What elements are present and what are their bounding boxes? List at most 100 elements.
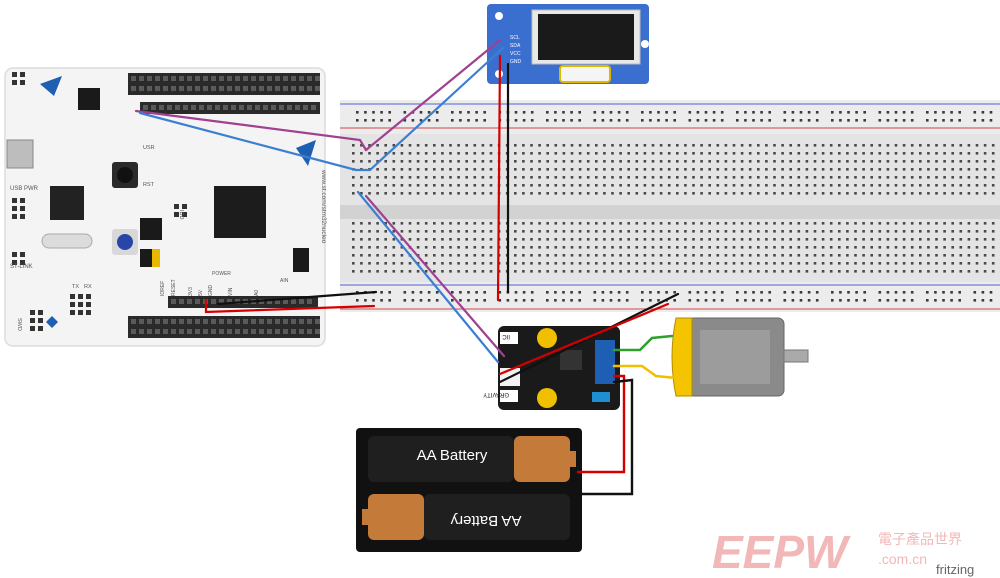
- hole: [716, 222, 720, 225]
- hole: [934, 299, 937, 302]
- hole: [635, 270, 639, 273]
- hole: [651, 184, 655, 187]
- hole: [562, 270, 566, 273]
- hole: [831, 119, 834, 122]
- hole: [554, 168, 558, 171]
- hole: [708, 168, 711, 171]
- hole: [388, 291, 391, 294]
- hole: [570, 291, 573, 294]
- hole: [481, 160, 485, 163]
- hole: [894, 176, 898, 179]
- hole: [724, 160, 728, 163]
- hole: [546, 168, 549, 171]
- hole: [967, 230, 971, 233]
- wire-vcc-driver: [498, 302, 670, 376]
- hole: [708, 262, 711, 265]
- hole: [791, 291, 795, 294]
- hole: [86, 310, 91, 315]
- hole: [376, 230, 379, 233]
- hole: [449, 152, 452, 155]
- hole: [12, 214, 17, 219]
- hole: [554, 160, 558, 163]
- hole: [483, 111, 486, 114]
- hole: [847, 111, 850, 114]
- hole: [416, 176, 420, 179]
- hole: [673, 291, 676, 294]
- hole: [376, 254, 379, 257]
- hole: [712, 299, 716, 302]
- hole: [291, 319, 296, 324]
- hole: [427, 291, 431, 294]
- hole: [935, 152, 938, 155]
- 5v-label: 5V: [198, 289, 204, 296]
- hole: [797, 254, 801, 257]
- hole: [815, 291, 819, 294]
- hole: [155, 76, 160, 81]
- hole: [989, 299, 993, 302]
- hole: [878, 168, 882, 171]
- hole: [392, 168, 396, 171]
- hole: [981, 111, 985, 114]
- hole: [12, 206, 17, 211]
- reset-button-cap[interactable]: [117, 167, 133, 183]
- hole: [538, 222, 541, 225]
- hole: [433, 168, 436, 171]
- hole: [773, 160, 776, 163]
- hole: [676, 168, 679, 171]
- hole: [635, 176, 639, 179]
- hole: [704, 111, 708, 114]
- hole: [991, 192, 995, 195]
- hole: [481, 176, 485, 179]
- hole: [959, 246, 963, 249]
- hole: [231, 105, 236, 110]
- hole: [489, 144, 493, 147]
- hole: [514, 111, 518, 114]
- hole: [419, 111, 423, 114]
- hole: [603, 144, 606, 147]
- hole: [967, 270, 971, 273]
- hole: [902, 111, 906, 114]
- hole: [768, 111, 771, 114]
- hole: [765, 238, 768, 241]
- screw-terminal: [595, 340, 615, 384]
- hole: [902, 168, 906, 171]
- user-button-cap[interactable]: [117, 234, 133, 250]
- hole: [878, 192, 882, 195]
- hole: [586, 192, 590, 195]
- hole: [424, 152, 428, 155]
- hole: [989, 291, 993, 294]
- hole: [473, 152, 477, 155]
- hole: [182, 204, 187, 209]
- hole: [919, 184, 922, 187]
- hole: [586, 262, 590, 265]
- hole: [910, 119, 914, 122]
- hole: [530, 222, 533, 225]
- hole: [870, 246, 873, 249]
- hole: [943, 254, 946, 257]
- hole: [570, 230, 574, 233]
- hole: [530, 262, 533, 265]
- hole: [441, 168, 444, 171]
- hole: [659, 254, 663, 257]
- hole: [376, 160, 379, 163]
- hole: [522, 299, 526, 302]
- hole: [609, 291, 613, 294]
- hole: [975, 160, 979, 163]
- hole: [665, 119, 668, 122]
- hole: [441, 176, 444, 179]
- hole: [578, 192, 582, 195]
- hole: [935, 238, 938, 241]
- hole: [805, 270, 809, 273]
- hole: [797, 160, 801, 163]
- eepw-chinese-text: 電子產品世界: [878, 531, 962, 548]
- battery-top-label: AA Battery: [417, 447, 488, 464]
- a0-label: A0: [254, 290, 260, 296]
- hole: [392, 152, 396, 155]
- hole: [163, 86, 168, 91]
- hole: [427, 111, 431, 114]
- hole: [716, 270, 720, 273]
- hole: [570, 246, 574, 249]
- hole: [424, 176, 428, 179]
- hole: [894, 168, 898, 171]
- hole: [643, 246, 647, 249]
